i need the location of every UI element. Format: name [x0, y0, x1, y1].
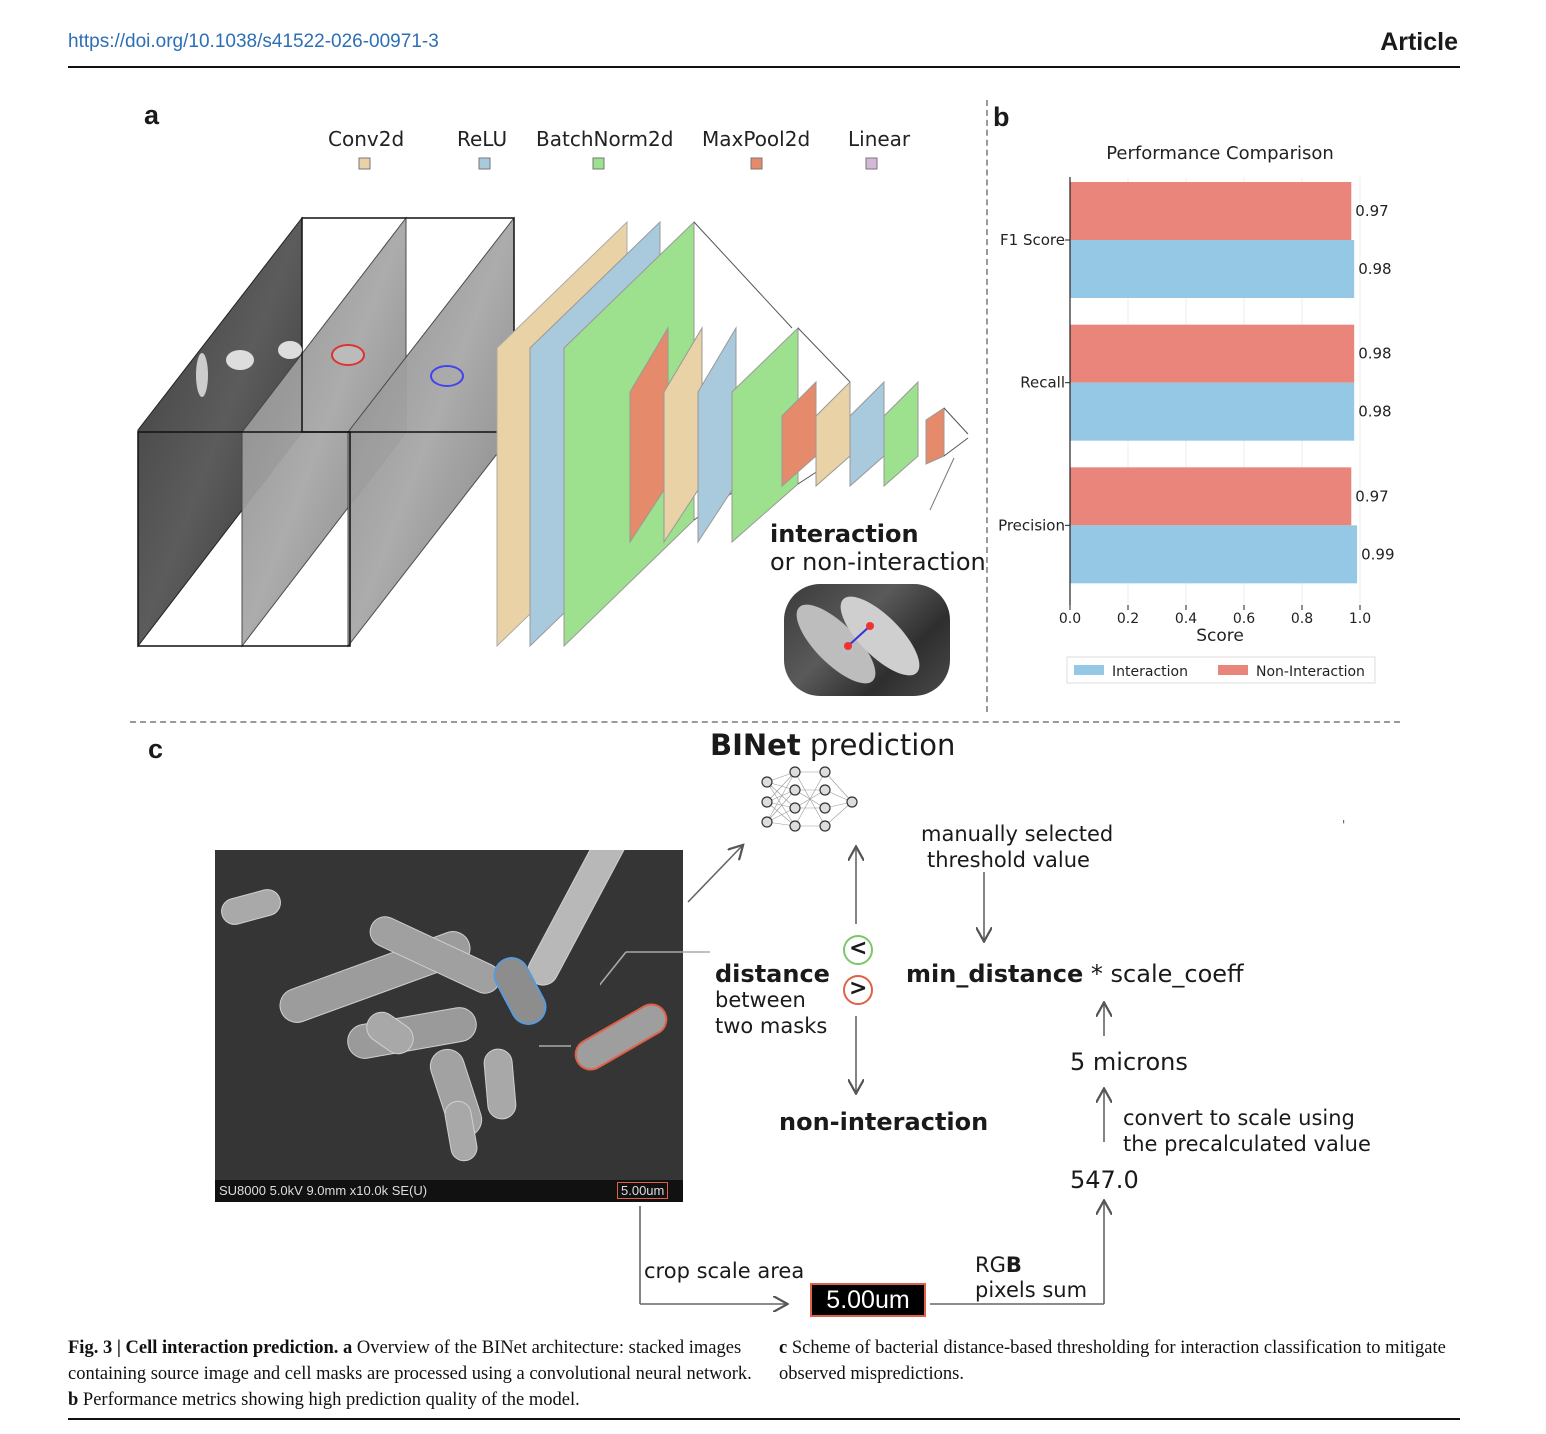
legend-swatch-interaction	[1074, 665, 1104, 675]
bar-non-interaction-precision	[1070, 467, 1351, 525]
legend-relu: ReLU	[457, 127, 507, 151]
greater-than-symbol: >	[849, 976, 867, 1001]
distance-between-label: between	[715, 988, 806, 1012]
legend-linear: Linear	[848, 127, 910, 151]
category-label: F1 Score	[1000, 231, 1065, 249]
bar-interaction-recall	[1070, 383, 1354, 441]
rgb-bold: B	[1006, 1253, 1022, 1277]
panel-separator-vertical	[986, 100, 988, 712]
output-noninteraction-label: or non-interaction	[770, 548, 986, 576]
header-rule	[68, 66, 1460, 68]
performance-chart: Performance Comparison 0.970.980.980.980…	[990, 135, 1410, 695]
pixels-sum-label: pixels sum	[975, 1278, 1087, 1302]
manual-threshold-line2: threshold value	[927, 848, 1090, 872]
bar-value-label: 0.98	[1358, 260, 1391, 278]
rgb-label: RGB	[975, 1253, 1022, 1277]
chart-title: Performance Comparison	[1106, 143, 1334, 164]
bar-value-label: 0.99	[1361, 545, 1394, 563]
x-tick-label: 0.6	[1233, 611, 1255, 627]
caption-b-label: b	[68, 1390, 78, 1410]
bar-value-label: 0.98	[1358, 345, 1391, 363]
formula-rest: * scale_coeff	[1091, 960, 1244, 988]
microns-label: 5 microns	[1070, 1048, 1188, 1076]
bar-non-interaction-recall	[1070, 325, 1354, 383]
bar-value-label: 0.97	[1355, 487, 1388, 505]
bar-interaction-f1-score	[1070, 240, 1354, 298]
legend-label-non-interaction: Non-Interaction	[1256, 664, 1365, 680]
chart-bars: 0.97 0.98 0.98 0.98 0.97 0.99	[1070, 182, 1395, 583]
footer-rule	[68, 1418, 1460, 1420]
panel-separator-horizontal	[130, 721, 1400, 723]
manual-threshold-line1: manually selected	[921, 822, 1113, 846]
x-tick-label: 0.0	[1059, 611, 1081, 627]
doi-link[interactable]: https://doi.org/10.1038/s41522-026-00971…	[68, 31, 439, 53]
cropped-scale-image: 5.00um	[810, 1283, 926, 1317]
chart-x-ticks: 0.0 0.2 0.4 0.6 0.8 1.0	[1059, 605, 1371, 627]
panel-c-label: c	[148, 734, 163, 765]
category-label: Precision	[998, 516, 1065, 534]
non-interaction-outcome: non-interaction	[779, 1108, 988, 1136]
formula-bold: min_distance	[906, 960, 1083, 988]
distance-label: distance	[715, 960, 830, 988]
formula-label: min_distance * scale_coeff	[906, 960, 1244, 988]
convert-line2: the precalculated value	[1123, 1132, 1371, 1156]
legend-swatch-non-interaction	[1218, 665, 1248, 675]
caption-c-text: Scheme of bacterial distance-based thres…	[779, 1338, 1446, 1384]
legend-conv2d: Conv2d	[328, 127, 404, 151]
convert-line1: convert to scale using	[1123, 1106, 1355, 1130]
panel-b-label: b	[993, 102, 1010, 133]
panel-a-label: a	[144, 100, 159, 131]
pixel-value-label: 547.0	[1070, 1166, 1139, 1194]
bar-value-label: 0.98	[1358, 403, 1391, 421]
category-label: Recall	[1020, 374, 1065, 392]
stray-tick-mark: '	[1342, 818, 1345, 832]
rgb-plain: RG	[975, 1253, 1006, 1277]
x-tick-label: 0.8	[1291, 611, 1313, 627]
caption-fig: Fig. 3 | Cell interaction prediction.	[68, 1338, 338, 1358]
binet-bold: BINet	[710, 728, 801, 762]
interaction-example-image	[784, 584, 950, 696]
x-tick-label: 1.0	[1349, 611, 1371, 627]
article-label: Article	[1380, 28, 1458, 57]
legend-cubes	[359, 158, 877, 169]
stacked-images	[138, 218, 514, 646]
legend-maxpool2d: MaxPool2d	[702, 127, 810, 151]
x-tick-label: 0.4	[1175, 611, 1197, 627]
distance-masks-label: two masks	[715, 1014, 827, 1038]
caption-c-label: c	[779, 1338, 787, 1358]
less-than-symbol: <	[849, 936, 867, 961]
caption-a-label: a	[343, 1338, 352, 1358]
caption-left: Fig. 3 | Cell interaction prediction. a …	[68, 1335, 758, 1413]
legend-batchnorm2d: BatchNorm2d	[536, 127, 673, 151]
chart-legend: Interaction Non-Interaction	[1067, 657, 1375, 683]
bar-value-label: 0.97	[1355, 202, 1388, 220]
bar-interaction-precision	[1070, 525, 1357, 583]
chart-x-label: Score	[1196, 626, 1244, 646]
caption-b-text: Performance metrics showing high predict…	[83, 1390, 580, 1410]
bar-non-interaction-f1-score	[1070, 182, 1351, 240]
legend-label-interaction: Interaction	[1112, 664, 1188, 680]
x-tick-label: 0.2	[1117, 611, 1139, 627]
crop-scale-label: crop scale area	[644, 1259, 804, 1283]
sem-info-text: SU8000 5.0kV 9.0mm x10.0k SE(U)	[219, 1183, 427, 1198]
binet-rest: prediction	[810, 728, 956, 762]
conv-blocks	[497, 222, 968, 646]
binet-prediction-title: BINet prediction	[710, 728, 955, 762]
output-interaction-label: interaction	[770, 520, 919, 548]
caption-right: c Scheme of bacterial distance-based thr…	[779, 1335, 1449, 1387]
